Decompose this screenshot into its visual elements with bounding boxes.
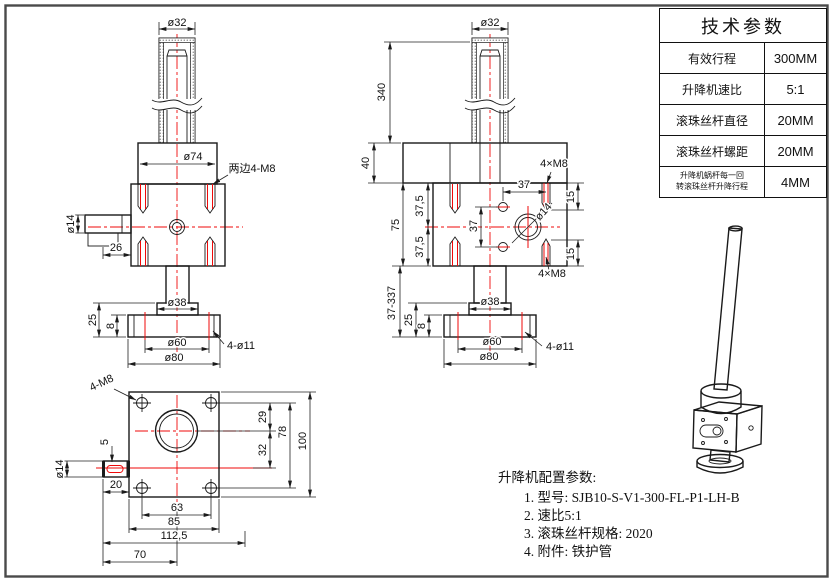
dim-label-16: 15 — [565, 191, 577, 203]
table-title: 技术参数 — [660, 9, 826, 43]
dim-label-5: ø38 — [168, 297, 187, 309]
dim-label-11: ø32 — [481, 17, 500, 29]
dim-label-23: 25 — [403, 314, 415, 326]
dim-label-7: 8 — [105, 323, 117, 329]
param-value: 300MM — [773, 50, 818, 66]
tech-params-table: 技术参数 有效行程 300MM 升降机速比 5:1 滚珠丝杆直径 20MM 滚珠… — [659, 8, 827, 198]
iso-view — [692, 225, 763, 474]
param-value: 5:1 — [786, 81, 805, 97]
table-row: 滚珠丝杆螺距 20MM — [660, 136, 826, 167]
dim-label-10: 4-ø11 — [227, 340, 255, 352]
notes-item-model: 1. 型号: SJB10-S-V1-300-FL-P1-LH-B — [524, 490, 740, 505]
dim-label-19: 37,5 — [414, 195, 426, 216]
dim-label-41: 112,5 — [161, 530, 188, 542]
dim-label-28: 4-ø11 — [546, 341, 574, 353]
iso-collar — [700, 391, 742, 415]
dim-label-8: ø60 — [168, 337, 187, 349]
table-row: 有效行程 300MM — [660, 43, 826, 74]
dim-label-6: 25 — [87, 314, 99, 326]
dim-label-21: 75 — [390, 219, 402, 231]
dim-label-33: 32 — [257, 444, 269, 456]
dim-label-22: 37-337 — [386, 286, 398, 320]
dim-label-1: ø74 — [184, 151, 203, 163]
param-value: 20MM — [777, 112, 814, 128]
table-row: 滚珠丝杆直径 20MM — [660, 105, 826, 136]
notes-item-screw-spec: 3. 滚珠丝杆规格: 2020 — [524, 526, 653, 542]
dim-label-13: 40 — [360, 157, 372, 169]
dim-label-15: 37 — [518, 179, 530, 191]
dim-label-38: 20 — [110, 479, 122, 491]
dim-label-3: ø14 — [65, 215, 77, 234]
dim-label-0: ø32 — [168, 17, 187, 29]
dim-label-25: ø38 — [481, 296, 500, 308]
iso-protective-tube — [713, 227, 743, 391]
top-center-bore — [154, 409, 199, 453]
dim-label-27: ø80 — [480, 351, 499, 363]
param-label: 升降机速比 — [660, 74, 765, 104]
table-row: 升降机蜗杆每一回 转滚珠丝杆升降行程 4MM — [660, 167, 826, 197]
dim-label-24: 8 — [416, 323, 428, 329]
dim-label-4: 26 — [110, 242, 122, 254]
param-label: 升降机蜗杆每一回 转滚珠丝杆升降行程 — [660, 167, 765, 197]
dim-label-36: 5 — [99, 439, 111, 445]
dim-label-30: 4×M8 — [538, 268, 566, 280]
dim-label-35: 100 — [297, 432, 309, 450]
dim-label-26: ø60 — [483, 336, 502, 348]
dim-label-9: ø80 — [165, 352, 184, 364]
top-plate — [128, 391, 220, 498]
param-label: 滚珠丝杆直径 — [660, 105, 765, 135]
dim-label-40: 85 — [168, 516, 180, 528]
top-view — [59, 388, 316, 566]
notes-item-ratio: 2. 速比5:1 — [524, 508, 582, 524]
side-base-flange — [443, 314, 537, 338]
dim-label-42: 70 — [134, 549, 146, 561]
dim-label-32: 29 — [257, 411, 269, 423]
front-view — [70, 22, 243, 368]
dim-label-37: ø14 — [54, 460, 66, 479]
dim-label-2: 两边4-M8 — [228, 162, 275, 175]
param-value: 4MM — [781, 174, 810, 190]
table-row: 升降机速比 5:1 — [660, 74, 826, 105]
param-label: 滚珠丝杆螺距 — [660, 136, 765, 166]
front-worm-shaft-end — [169, 219, 185, 235]
dim-label-12: 340 — [376, 83, 388, 101]
config-notes: 升降机配置参数: 1. 型号: SJB10-S-V1-300-FL-P1-LH-… — [498, 466, 830, 561]
dim-label-29: 15 — [565, 248, 577, 260]
dim-label-14: 4×M8 — [540, 158, 568, 170]
notes-title: 升降机配置参数: — [498, 470, 597, 485]
dim-label-39: 63 — [171, 502, 183, 514]
dim-label-34: 78 — [277, 426, 289, 438]
param-value: 20MM — [777, 143, 814, 159]
front-base-flange — [127, 314, 221, 338]
dim-label-18: 37 — [468, 220, 480, 232]
dim-label-20: 37,5 — [414, 236, 426, 257]
side-view — [368, 22, 584, 368]
notes-item-accessory: 4. 附件: 铁护管 — [524, 544, 613, 560]
param-label: 有效行程 — [660, 43, 765, 73]
